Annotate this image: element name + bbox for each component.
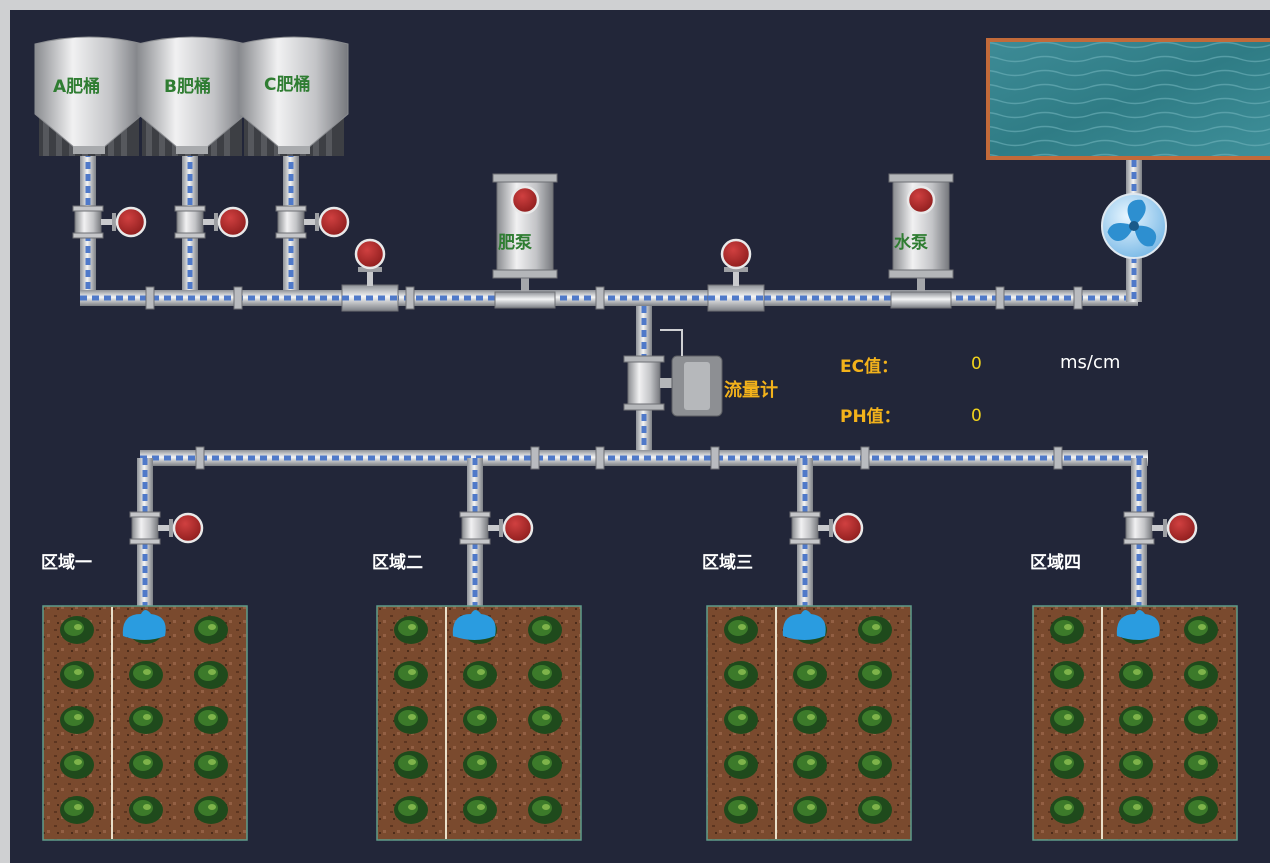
zone-1-drip-icon <box>122 610 166 640</box>
flowmeter[interactable] <box>623 329 723 417</box>
zone-3-label: 区域三 <box>702 553 753 573</box>
tank-c-valve[interactable] <box>318 206 350 238</box>
main-pipe-joint <box>145 286 155 310</box>
fertilizer-pump[interactable] <box>492 173 558 309</box>
fertilizer-tank-c <box>239 36 349 156</box>
zone-1-valve-assembly <box>129 511 173 545</box>
zone-2-field <box>376 605 582 841</box>
header-pipe-joint <box>860 446 870 470</box>
main-line-valve[interactable] <box>354 238 386 270</box>
header-pipe-joint <box>1053 446 1063 470</box>
header-pipe-joint <box>595 446 605 470</box>
ec-label: EC值： <box>840 357 899 377</box>
header-pipe-joint <box>710 446 720 470</box>
ec-unit: ms/cm <box>1060 352 1121 373</box>
scada-canvas: A肥桶 B肥桶 C肥桶 肥泵 水泵 流量计 EC值： 0 ms/cm PH值： … <box>10 10 1270 863</box>
zone-4-field <box>1032 605 1238 841</box>
water-reservoir <box>986 38 1270 160</box>
zone-4-valve-assembly <box>1123 511 1167 545</box>
main-pipe-joint <box>595 286 605 310</box>
zone-3-field <box>706 605 912 841</box>
tank-b-label: B肥桶 <box>164 77 211 97</box>
main-pipe-joint <box>995 286 1005 310</box>
header-pipe-joint <box>195 446 205 470</box>
zone-4-valve[interactable] <box>1166 512 1198 544</box>
tank-b-valve-assembly <box>174 205 218 239</box>
fertilizer-tank-a <box>34 36 144 156</box>
distribution-header-pipe <box>140 450 1148 466</box>
zone-2-valve-assembly <box>459 511 503 545</box>
tank-b-valve[interactable] <box>217 206 249 238</box>
flowmeter-label: 流量计 <box>724 380 778 401</box>
zone-1-valve[interactable] <box>172 512 204 544</box>
zone-2-label: 区域二 <box>372 553 423 573</box>
ph-value: 0 <box>971 406 982 426</box>
main-pipe-joint <box>233 286 243 310</box>
zone-3-valve-assembly <box>789 511 833 545</box>
main-pipe-joint <box>1073 286 1083 310</box>
tank-c-valve-assembly <box>275 205 319 239</box>
tank-a-valve[interactable] <box>115 206 147 238</box>
zone-1-field <box>42 605 248 841</box>
water-pump[interactable] <box>888 173 954 309</box>
water-pump-label: 水泵 <box>894 233 928 253</box>
water-pump-indicator[interactable] <box>906 185 936 215</box>
fertilizer-pump-label: 肥泵 <box>498 233 532 253</box>
zone-1-label: 区域一 <box>41 553 92 573</box>
piping-diagram <box>34 36 1270 841</box>
header-pipe-joint <box>530 446 540 470</box>
zone-3-valve[interactable] <box>832 512 864 544</box>
water-line-valve-assembly <box>707 267 765 312</box>
zone-2-drip-icon <box>452 610 496 640</box>
zone-4-label: 区域四 <box>1030 553 1081 573</box>
fertilizer-pump-indicator[interactable] <box>510 185 540 215</box>
main-pipe-joint <box>405 286 415 310</box>
fertilizer-tank-b <box>137 36 247 156</box>
ph-label: PH值： <box>840 407 901 427</box>
tank-c-label: C肥桶 <box>264 75 311 95</box>
zone-3-drip-icon <box>782 610 826 640</box>
zone-2-valve[interactable] <box>502 512 534 544</box>
tank-a-label: A肥桶 <box>53 77 101 97</box>
tank-a-valve-assembly <box>72 205 116 239</box>
zone-4-drip-icon <box>1116 610 1160 640</box>
reservoir-pump-fan-icon[interactable] <box>1101 193 1167 259</box>
ec-value: 0 <box>971 354 982 374</box>
water-line-valve[interactable] <box>720 238 752 270</box>
main-line-valve-assembly <box>341 267 399 312</box>
